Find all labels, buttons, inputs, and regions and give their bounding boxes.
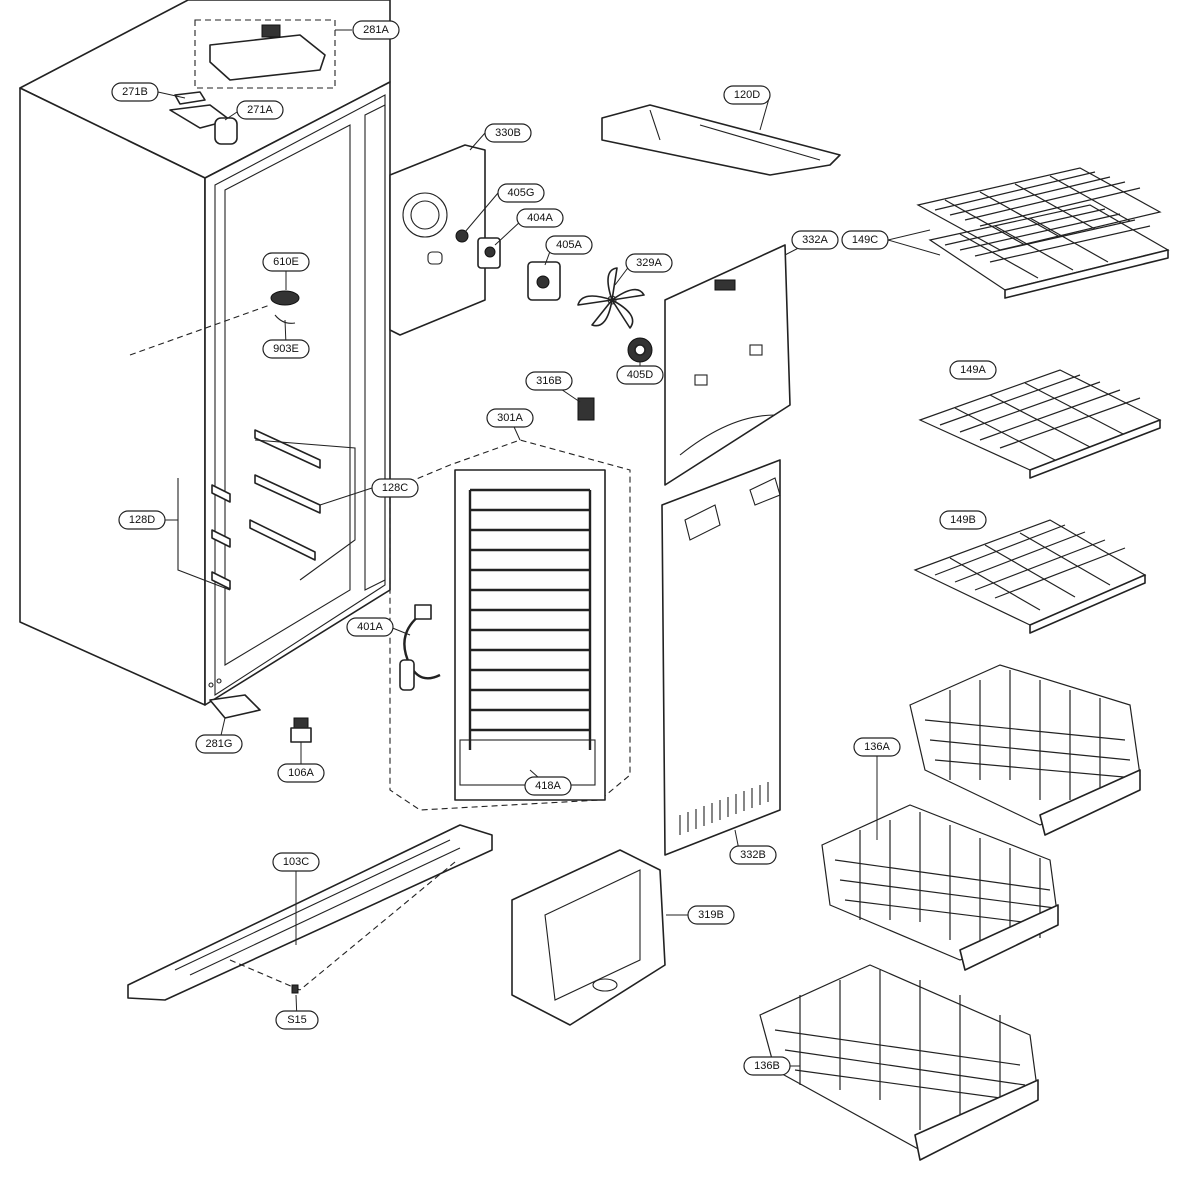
callout-610E: 610E [262, 252, 310, 272]
callout-label: 405G [508, 187, 535, 199]
shelf-149C-upper [916, 167, 1162, 251]
callout-332B: 332B [729, 845, 777, 865]
basket-136B [759, 964, 1039, 1161]
callout-label: 106A [288, 767, 314, 779]
callout-label: 301A [497, 412, 523, 424]
callout-271A: 271A [236, 100, 284, 120]
callout-label: 329A [636, 257, 662, 269]
callout-label: 418A [535, 780, 561, 792]
shelf-149C-lower [928, 204, 1170, 299]
callout-label: 149B [950, 514, 976, 526]
callout-label: 319B [698, 909, 724, 921]
callout-903E: 903E [262, 339, 310, 359]
callout-281G: 281G [195, 734, 243, 754]
callout-271B: 271B [111, 82, 159, 102]
callout-label: 332B [740, 849, 766, 861]
callout-label: 903E [273, 343, 299, 355]
callout-149B: 149B [939, 510, 987, 530]
callout-S15: S15 [275, 1010, 319, 1030]
callout-405G: 405G [497, 183, 545, 203]
defrost-sensor-401A [399, 604, 441, 691]
callout-label: 103C [283, 856, 309, 868]
lamp-socket [270, 290, 300, 306]
callout-405D: 405D [616, 365, 664, 385]
back-cover-332A [664, 244, 791, 486]
callout-label: 330B [495, 127, 521, 139]
callout-332A: 332A [791, 230, 839, 250]
shelf-149B [913, 519, 1147, 634]
refrigerator-cabinet [19, 0, 391, 743]
callout-103C: 103C [272, 852, 320, 872]
callout-128D: 128D [118, 510, 166, 530]
callout-301A: 301A [486, 408, 534, 428]
callout-label: 281G [206, 738, 233, 750]
callout-label: 149A [960, 364, 986, 376]
callout-label: 281A [363, 24, 389, 36]
leveling-leg [290, 717, 312, 743]
shelf-149A [918, 369, 1162, 479]
shelf-rails [211, 429, 321, 590]
callout-128C: 128C [371, 478, 419, 498]
callout-136B: 136B [743, 1056, 791, 1076]
callout-label: 149C [852, 234, 878, 246]
basket-136A-lower [821, 804, 1059, 971]
callout-label: 610E [273, 256, 299, 268]
callout-418A: 418A [524, 776, 572, 796]
callout-label: 271A [247, 104, 273, 116]
basket-136A-upper [909, 664, 1141, 836]
part-281G [209, 694, 261, 719]
callout-281A: 281A [352, 20, 400, 40]
callout-label: 128C [382, 482, 408, 494]
callout-label: 136A [864, 741, 890, 753]
callout-label: 316B [536, 375, 562, 387]
callout-label: 405D [627, 369, 653, 381]
fan-motor-405G [455, 229, 469, 243]
callout-149C: 149C [841, 230, 889, 250]
callout-label: 332A [802, 234, 828, 246]
fan-shroud-405D [627, 337, 653, 363]
part-271B [174, 91, 206, 105]
fan-blade-329A [577, 267, 645, 329]
back-panel-332B [661, 459, 781, 856]
callout-label: 404A [527, 212, 553, 224]
callout-405A: 405A [545, 235, 593, 255]
motor-bracket-404A [477, 237, 501, 269]
callout-404A: 404A [516, 208, 564, 228]
fan-housing-330B [389, 144, 486, 336]
fan-motor-405A [527, 261, 561, 301]
drain-pan-319B [511, 849, 666, 1026]
callout-106A: 106A [277, 763, 325, 783]
callout-330B: 330B [484, 123, 532, 143]
bottom-rail-103C [127, 824, 493, 1001]
callout-401A: 401A [346, 617, 394, 637]
callout-136A: 136A [853, 737, 901, 757]
callout-label: 401A [357, 621, 383, 633]
callout-319B: 319B [687, 905, 735, 925]
callout-label: 120D [734, 89, 760, 101]
callout-149A: 149A [949, 360, 997, 380]
evaporator-301A [389, 397, 631, 811]
part-281A [209, 34, 326, 81]
callout-label: S15 [287, 1014, 307, 1026]
duct-120D [601, 104, 841, 176]
callout-label: 405A [556, 239, 582, 251]
callout-label: 136B [754, 1060, 780, 1072]
callout-label: 128D [129, 514, 155, 526]
callout-120D: 120D [723, 85, 771, 105]
callout-329A: 329A [625, 253, 673, 273]
callout-label: 271B [122, 86, 148, 98]
callout-316B: 316B [525, 371, 573, 391]
